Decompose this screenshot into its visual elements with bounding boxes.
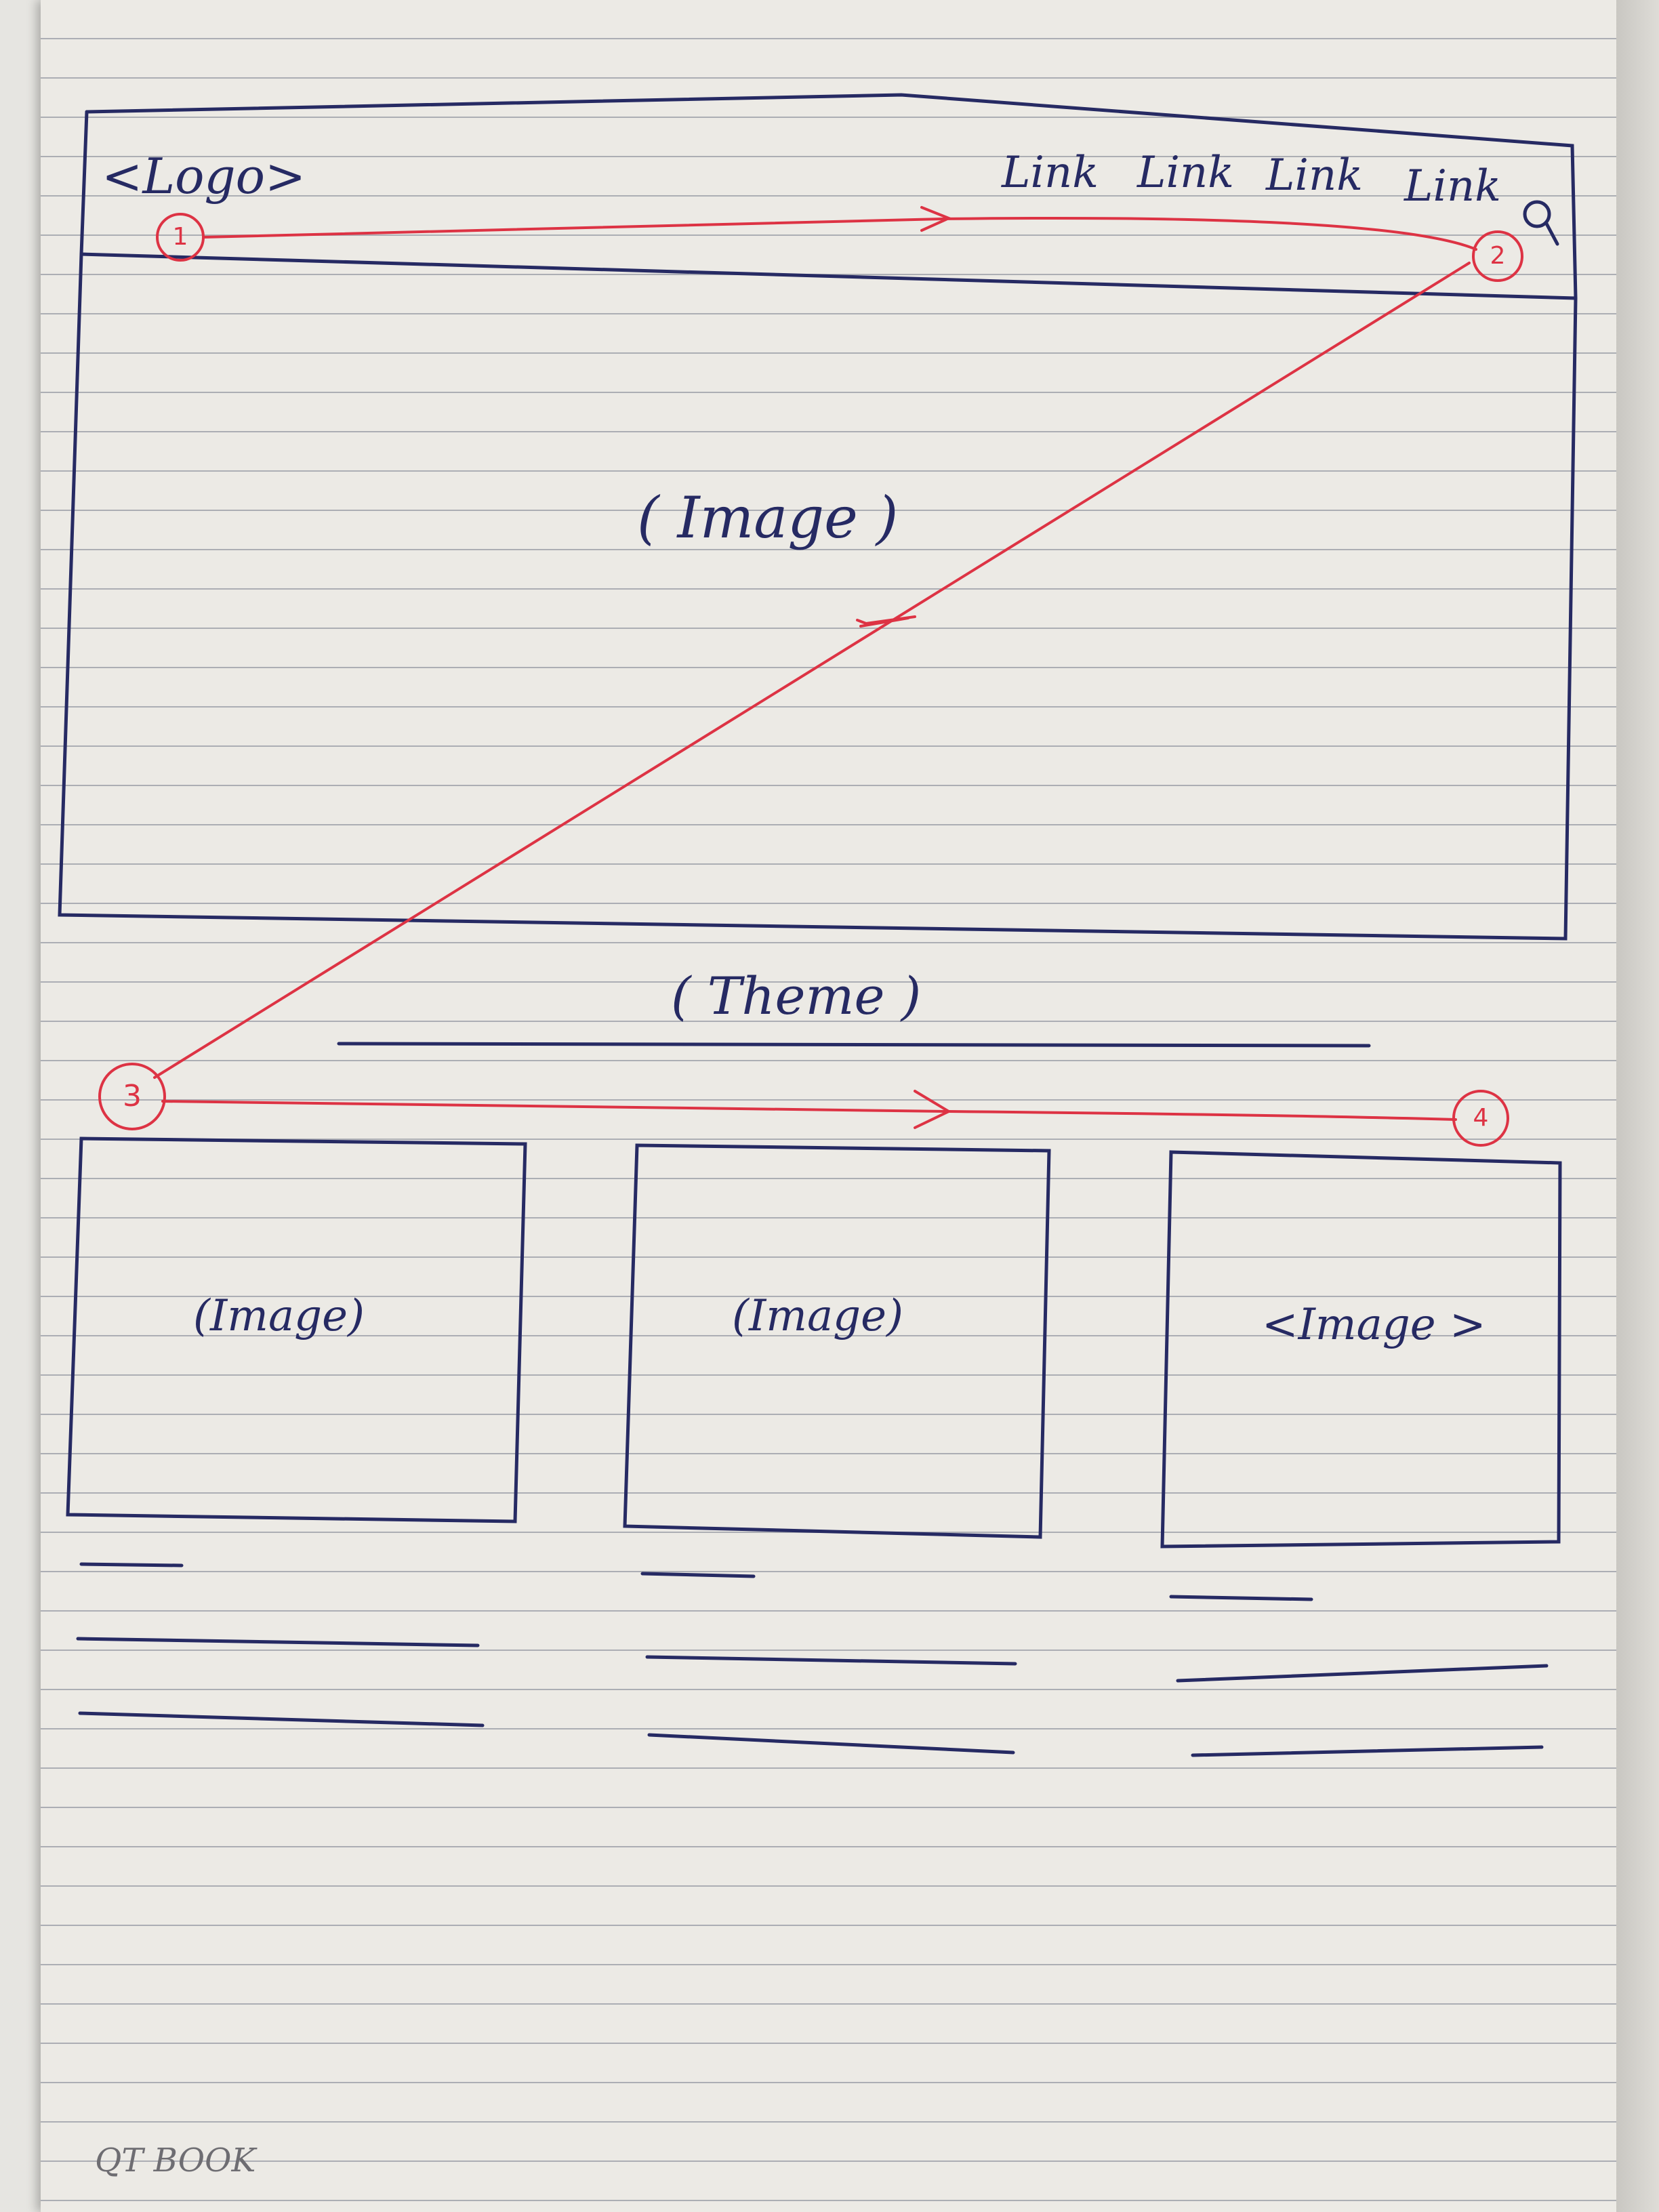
- card-3-image-placeholder: <Image >: [1262, 1300, 1486, 1350]
- card-2-text-lines: [640, 1572, 1017, 1755]
- user-flow-path: [153, 206, 1477, 1129]
- notebook-spine: [1616, 0, 1659, 2212]
- theme-underline: [337, 1042, 1371, 1048]
- hero-frame: [58, 252, 1578, 941]
- nav-link-4[interactable]: Link: [1404, 161, 1501, 211]
- notebook-page: [41, 0, 1626, 2212]
- header-bottom-border: [79, 252, 1578, 300]
- flow-marker-3: 3: [123, 1079, 142, 1113]
- flow-marker-2: 2: [1490, 242, 1506, 270]
- logo-placeholder[interactable]: <Logo>: [102, 148, 306, 205]
- card-2-image-placeholder: (Image): [732, 1291, 903, 1341]
- search-icon[interactable]: [1523, 200, 1559, 246]
- header-left-edge: [79, 110, 89, 256]
- nav-link-1[interactable]: Link: [1002, 148, 1099, 198]
- card-3-frame: [1160, 1150, 1562, 1549]
- flow-marker-1: 1: [172, 223, 188, 251]
- card-3-text-lines: [1169, 1595, 1549, 1757]
- header-frame: [85, 93, 1578, 300]
- flow-marker-4: 4: [1473, 1104, 1489, 1132]
- nav-link-2[interactable]: Link: [1137, 148, 1234, 198]
- card-1-image-placeholder: (Image): [193, 1291, 365, 1341]
- section-theme-title: ( Theme ): [671, 966, 922, 1026]
- card-2-frame: [623, 1143, 1051, 1539]
- notebook-brand: QT BOOK: [95, 2142, 256, 2179]
- hero-image-placeholder: ( Image ): [637, 485, 899, 551]
- card-1-frame: [66, 1136, 527, 1523]
- nav-link-3[interactable]: Link: [1266, 150, 1363, 201]
- flow-marker-circles: [98, 213, 1523, 1147]
- card-1-text-lines: [76, 1562, 485, 1727]
